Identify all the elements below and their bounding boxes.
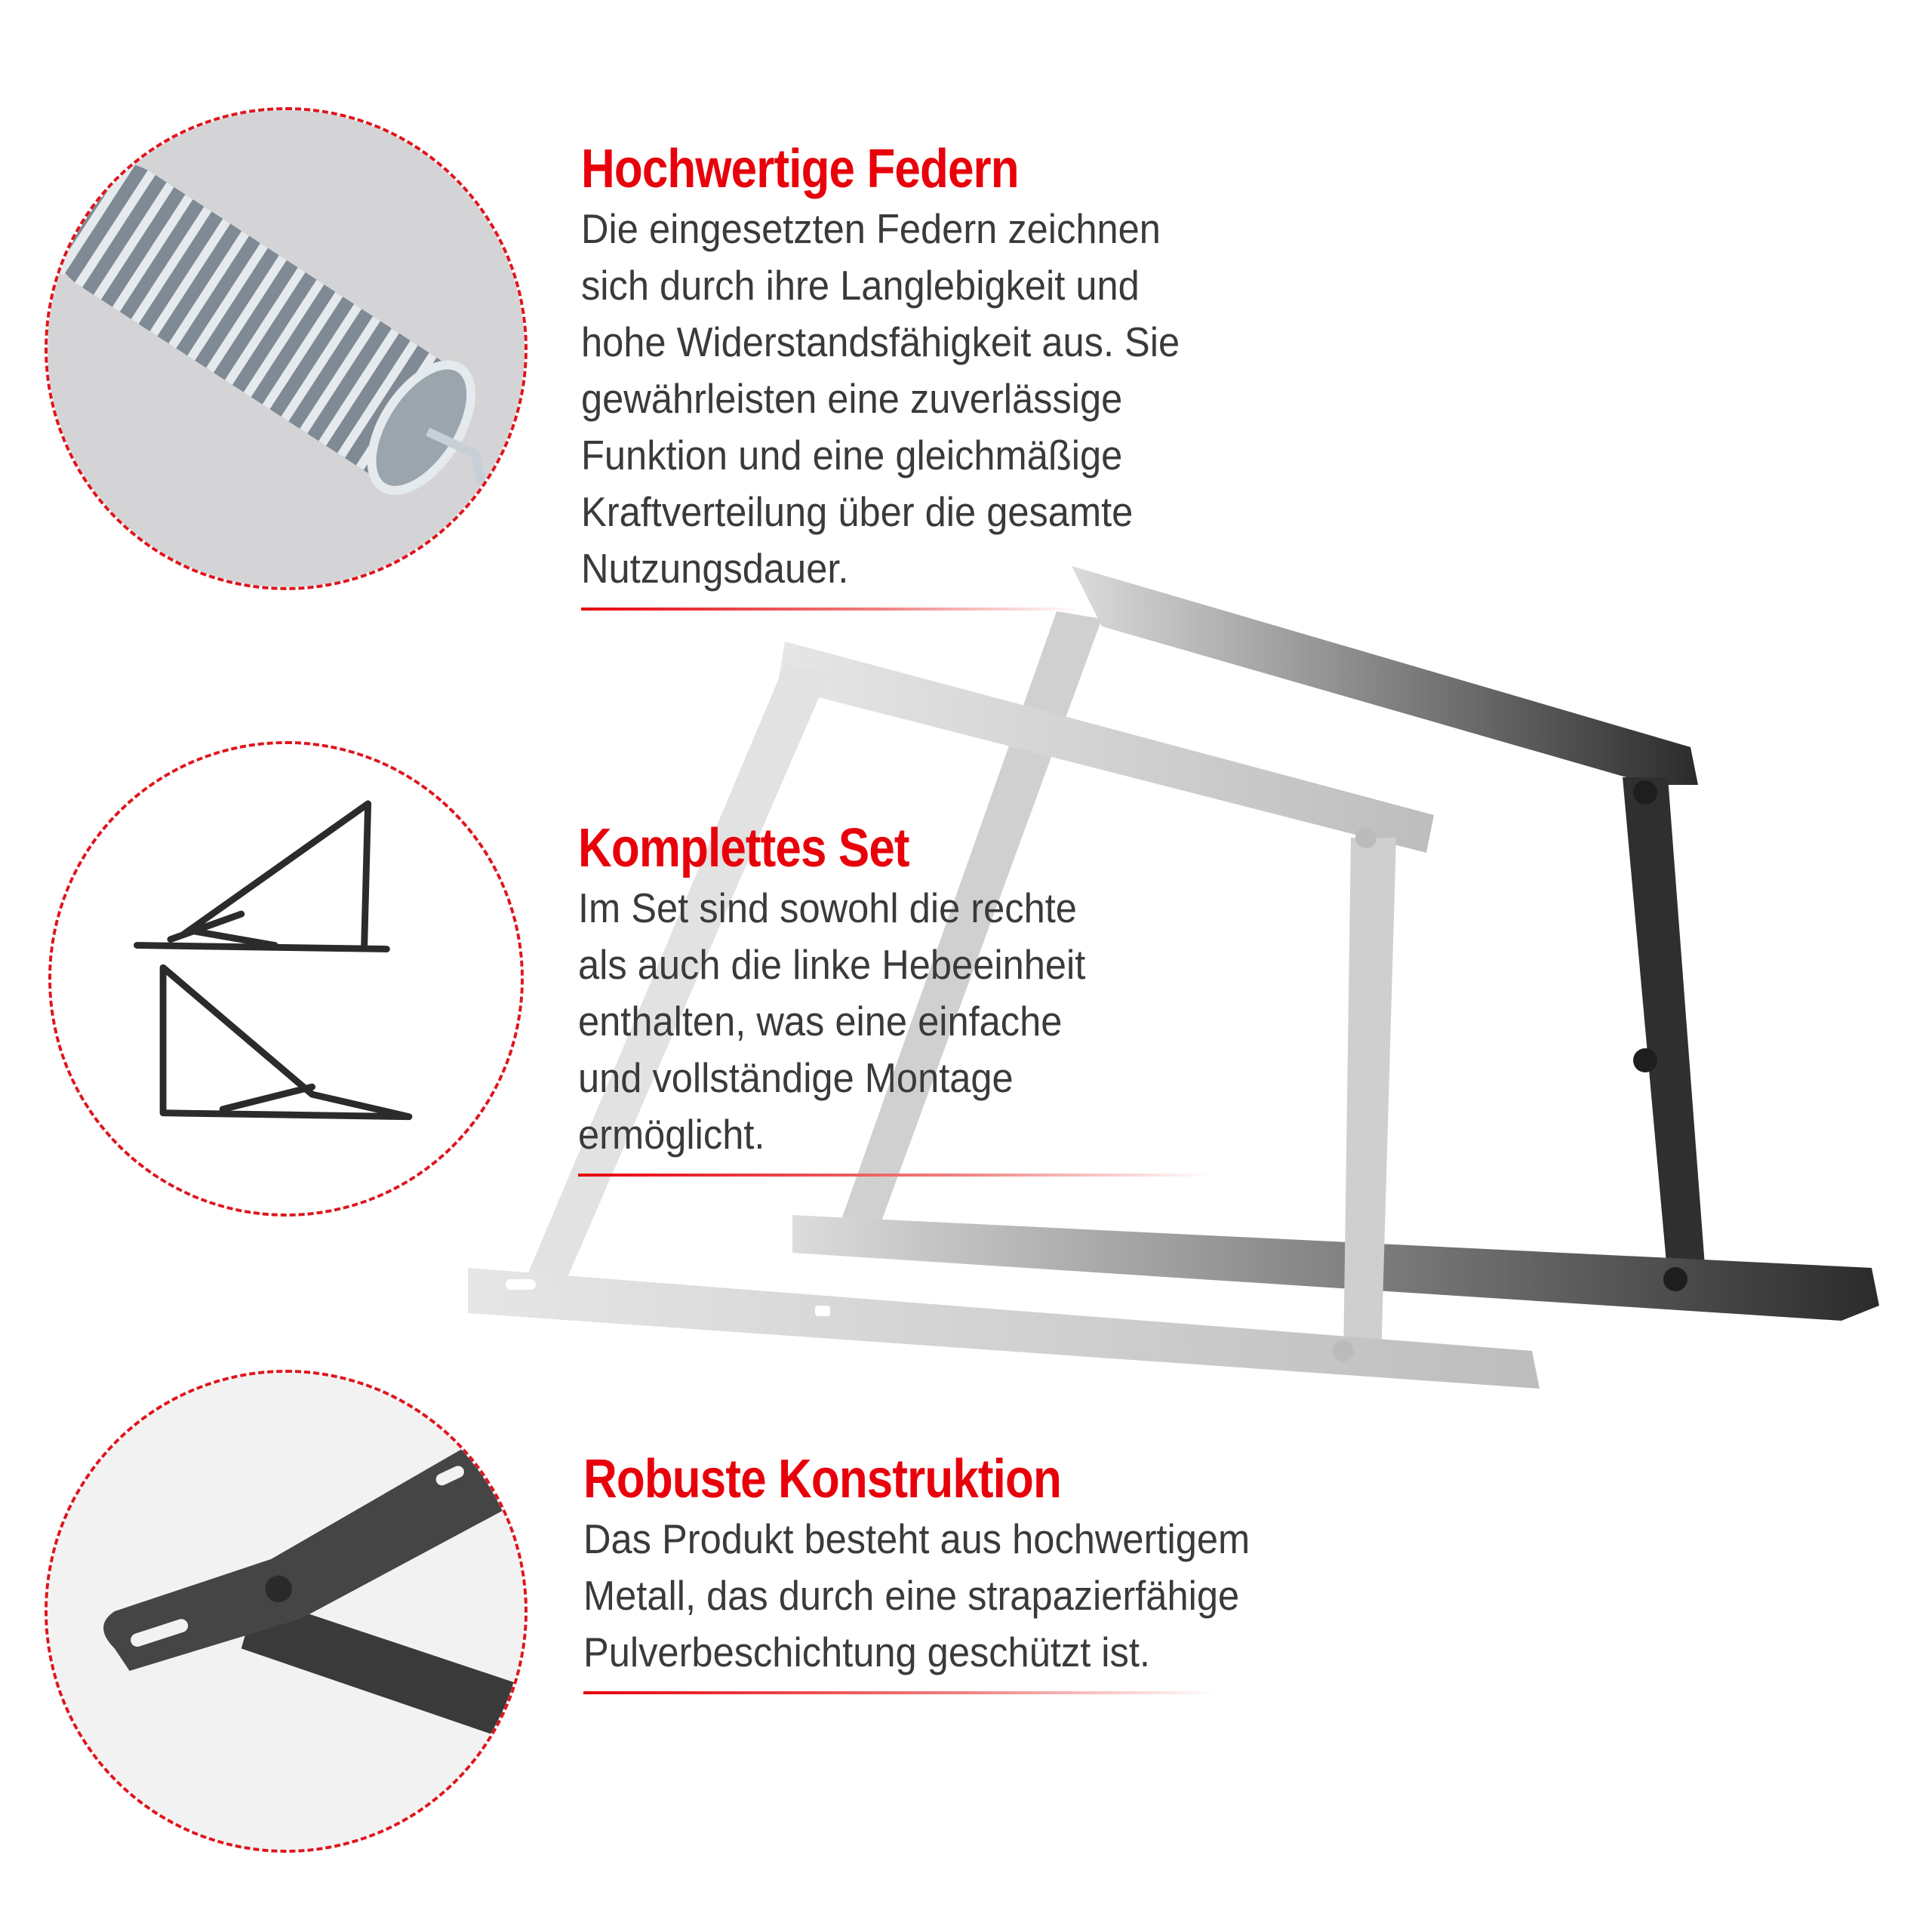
feature-title: Komplettes Set: [578, 818, 910, 878]
feature-robust-construction: Robuste Konstruktion Das Produkt besteht…: [583, 1447, 1308, 1694]
feature-springs: Hochwertige Federn Die eingesetzten Fede…: [581, 137, 1232, 611]
feature-title: Robuste Konstruktion: [583, 1449, 1062, 1509]
feature-line: Metall, das durch eine strapazierfähige: [583, 1572, 1240, 1619]
feature-line: Funktion und eine gleichmäßige: [581, 432, 1123, 478]
bracket-left-unit: [468, 641, 1540, 1389]
feature-line: Nutzungsdauer.: [581, 545, 849, 592]
bracket-right-unit: [792, 566, 1879, 1321]
feature-line: gewährleisten eine zuverlässige: [581, 375, 1123, 422]
divider: [583, 1691, 1217, 1694]
feature-line: enthalten, was eine einfache: [578, 998, 1063, 1044]
coated-metal-image: [45, 1370, 528, 1853]
feature-line: Kraftverteilung über die gesamte: [581, 488, 1134, 535]
feature-line: Im Set sind sowohl die rechte: [578, 884, 1077, 931]
feature-line: ermöglicht.: [578, 1111, 765, 1158]
feature-line: als auch die linke Hebeeinheit: [578, 941, 1086, 988]
bracket-pair-image: [48, 741, 524, 1217]
feature-line: sich durch ihre Langlebigkeit und: [581, 262, 1140, 309]
divider: [581, 608, 1079, 611]
feature-line: Pulverbeschichtung geschützt ist.: [583, 1629, 1150, 1675]
lift-mechanism-illustration: [468, 566, 1879, 1389]
feature-line: hohe Widerstandsfähigkeit aus. Sie: [581, 318, 1180, 365]
spring-image: [45, 107, 528, 590]
feature-line: und vollständige Montage: [578, 1054, 1014, 1101]
feature-complete-set: Komplettes Set Im Set sind sowohl die re…: [578, 817, 1212, 1177]
divider: [578, 1174, 1212, 1177]
feature-line: Die eingesetzten Federn zeichnen: [581, 205, 1161, 252]
feature-line: Das Produkt besteht aus hochwertigem: [583, 1515, 1251, 1562]
feature-title: Hochwertige Federn: [581, 139, 1020, 199]
